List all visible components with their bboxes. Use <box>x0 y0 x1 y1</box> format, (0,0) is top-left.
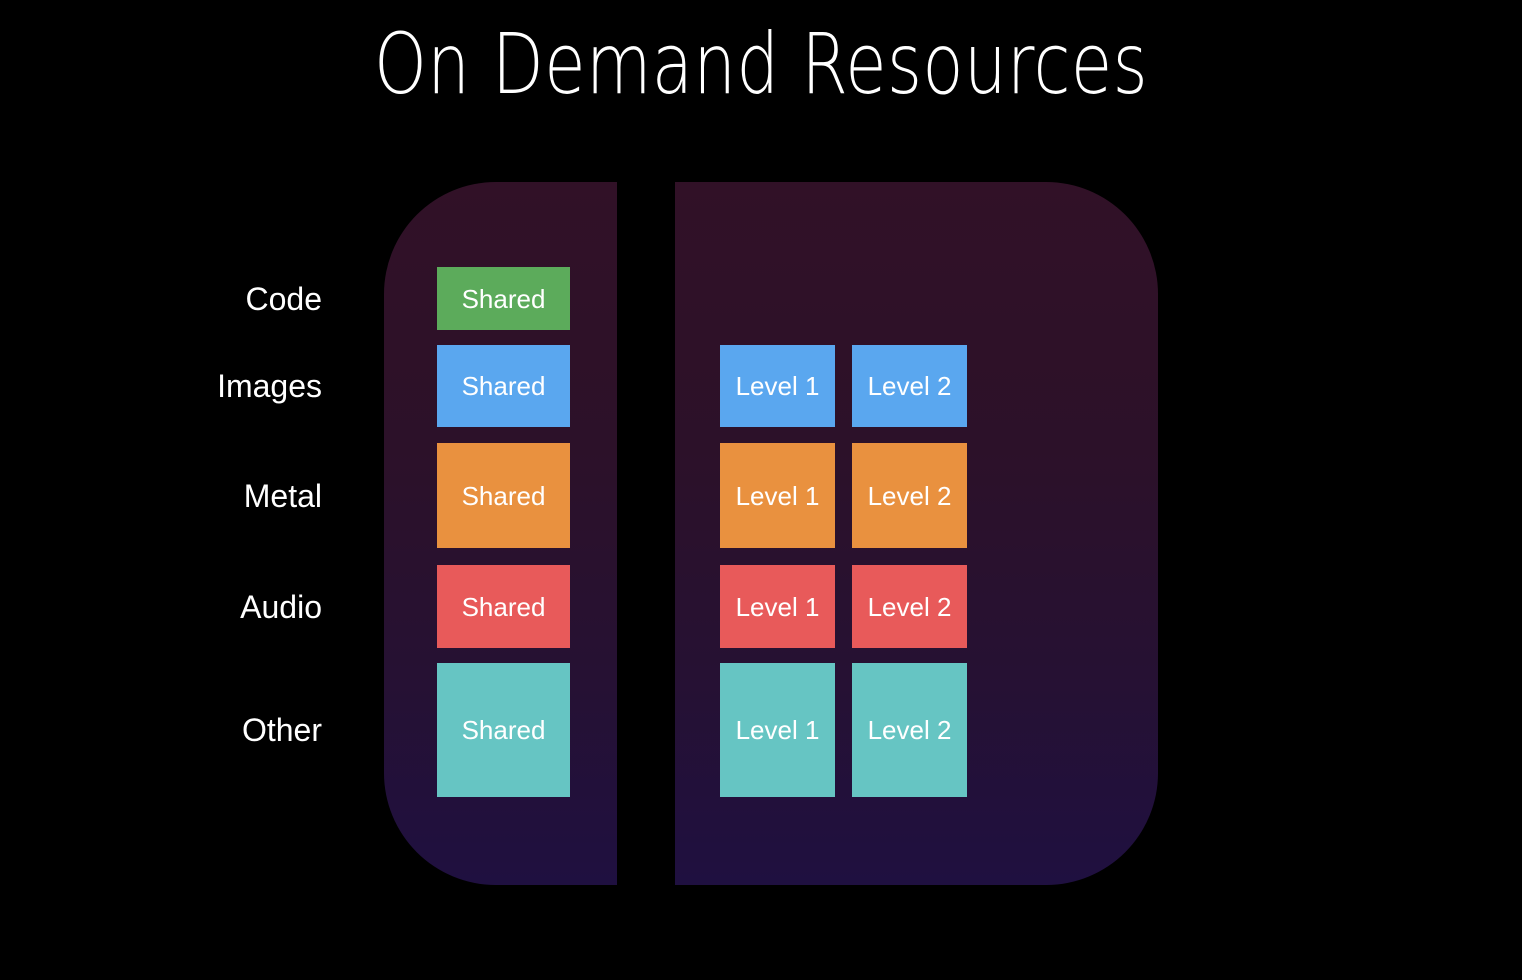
level2-block-audio[interactable]: Level 2 <box>852 565 967 648</box>
row-label-images: Images <box>217 368 322 404</box>
shared-block-other[interactable]: Shared <box>437 663 570 797</box>
level1-block-metal[interactable]: Level 1 <box>720 443 835 548</box>
level2-block-other[interactable]: Level 2 <box>852 663 967 797</box>
row-label-other: Other <box>241 712 322 748</box>
row-label-code: Code <box>245 281 323 317</box>
level1-block-images[interactable]: Level 1 <box>720 345 835 427</box>
shared-block-audio[interactable]: Shared <box>437 565 570 648</box>
level1-block-other[interactable]: Level 1 <box>720 663 835 797</box>
level2-block-images[interactable]: Level 2 <box>852 345 967 427</box>
row-label-audio: Audio <box>240 589 322 625</box>
shared-block-images[interactable]: Shared <box>437 345 570 427</box>
row-label-metal: Metal <box>243 478 322 514</box>
level1-block-audio[interactable]: Level 1 <box>720 565 835 648</box>
shared-block-code[interactable]: Shared <box>437 267 570 330</box>
level2-block-metal[interactable]: Level 2 <box>852 443 967 548</box>
page-title: On Demand Resources <box>374 15 1148 113</box>
shared-block-metal[interactable]: Shared <box>437 443 570 548</box>
row-label-column: Code Images Metal Audio Other <box>0 0 322 980</box>
